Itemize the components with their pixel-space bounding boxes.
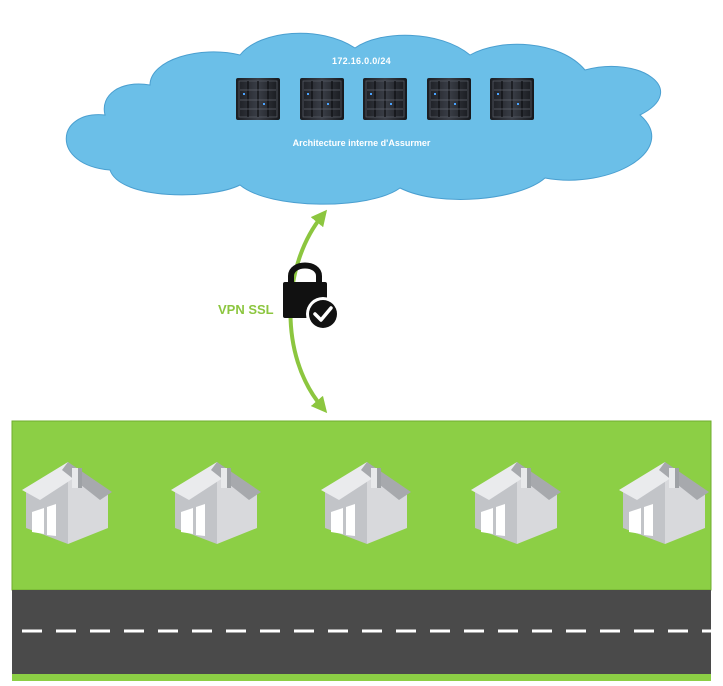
grass-strip xyxy=(12,674,711,681)
server-rack-icon xyxy=(362,77,408,121)
vpn-label: VPN SSL xyxy=(218,302,274,317)
server-rack-icon xyxy=(235,77,281,121)
server-rack-icon xyxy=(489,77,535,121)
subnet-label: 172.16.0.0/24 xyxy=(332,56,391,66)
cloud-label: Architecture interne d'Assurmer xyxy=(292,138,431,148)
server-rack-icon xyxy=(426,77,472,121)
padlock-check-icon xyxy=(283,262,340,331)
server-rack-icon xyxy=(299,77,345,121)
